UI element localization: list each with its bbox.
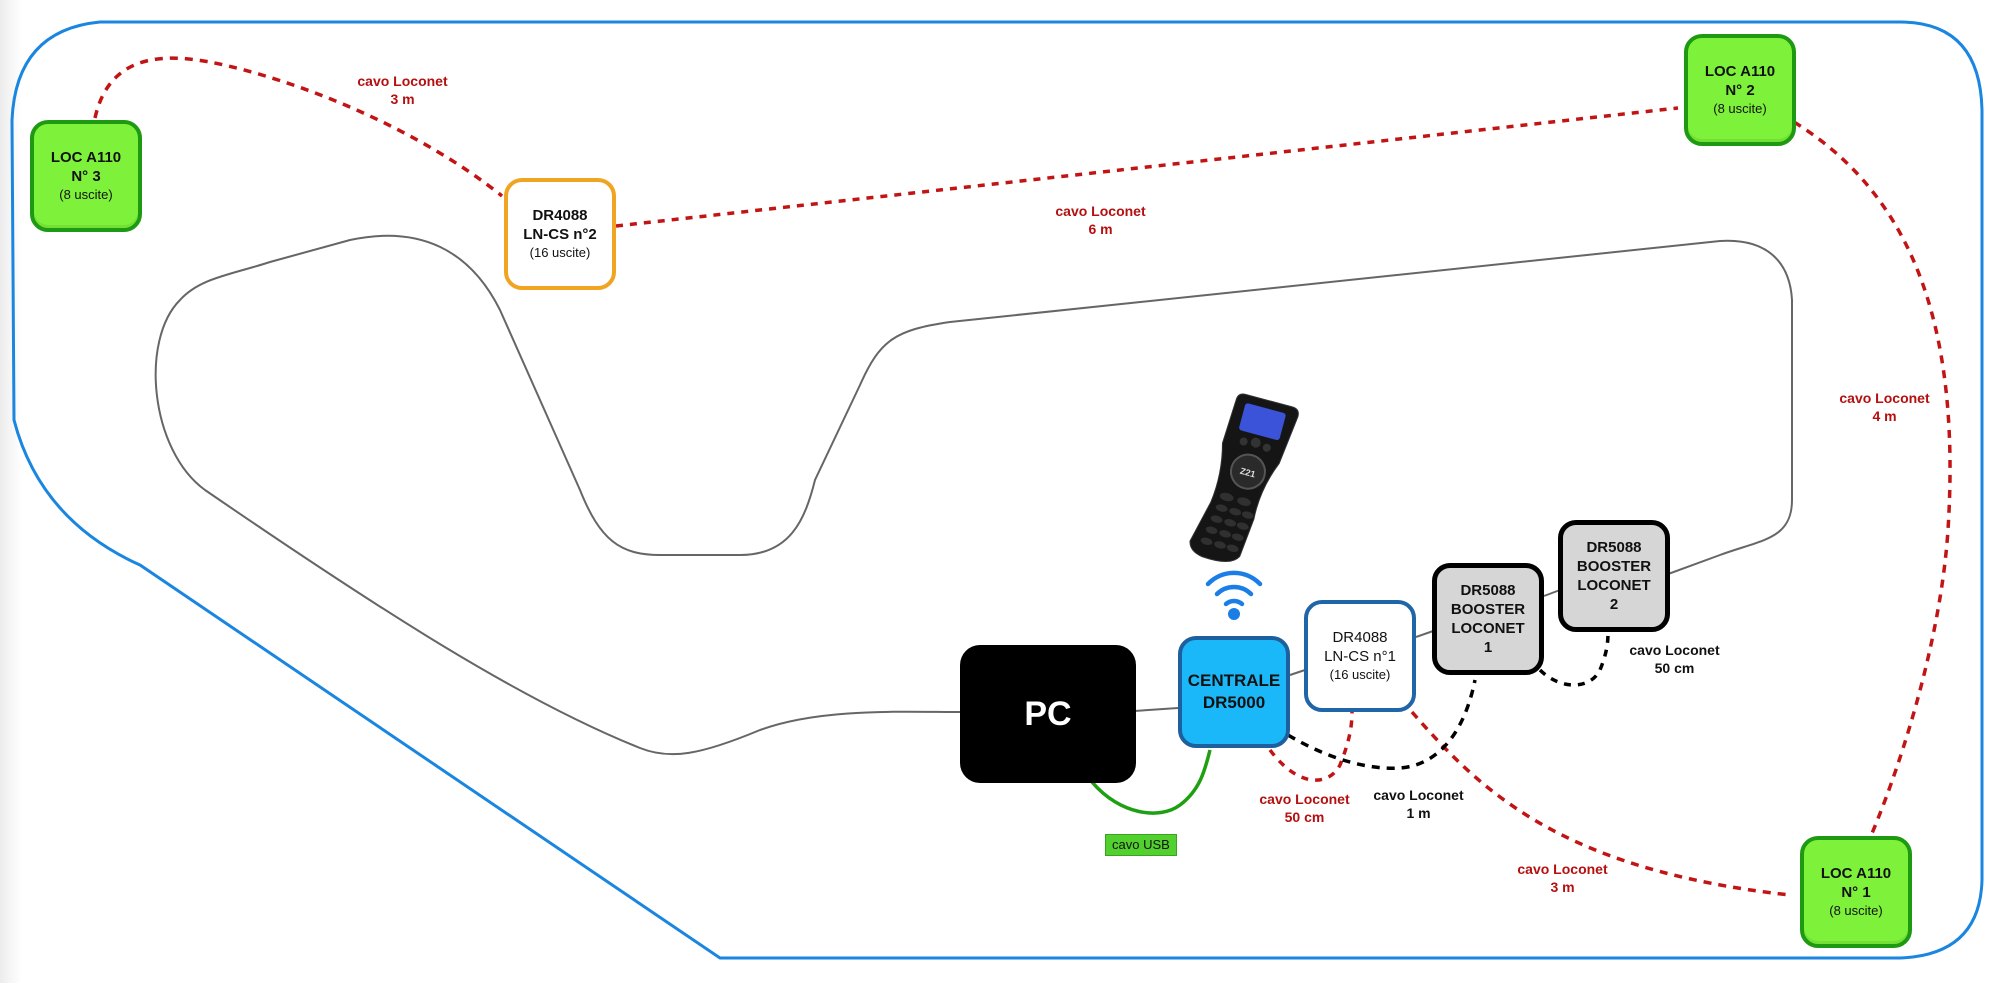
node-outputs: (8 uscite) bbox=[59, 187, 113, 202]
centrale-dr5000[interactable]: CENTRALE DR5000 bbox=[1178, 636, 1290, 748]
cable-type: cavo Loconet bbox=[1373, 787, 1464, 803]
dr5088-booster-2[interactable]: DR5088 BOOSTER LOCONET 2 bbox=[1558, 520, 1670, 632]
node-outputs: (8 uscite) bbox=[1713, 101, 1767, 116]
label-cable-lncs2-loc2: cavo Loconet 6 m bbox=[1038, 202, 1163, 238]
node-number: LN-CS n°2 bbox=[523, 226, 597, 243]
node-title: DR4088 bbox=[1332, 629, 1388, 646]
cable-booster1-booster2 bbox=[1538, 632, 1610, 687]
cable-type: cavo Loconet bbox=[1055, 203, 1146, 219]
handheld-knob bbox=[1229, 453, 1266, 490]
label-cable-loc2-loc1: cavo Loconet 4 m bbox=[1822, 389, 1947, 425]
loc-a110-1[interactable]: LOC A110 N° 1 (8 uscite) bbox=[1800, 836, 1912, 948]
node-title: DR5088 bbox=[1460, 582, 1516, 599]
cable-length: 3 m bbox=[1550, 879, 1575, 895]
node-number: 1 bbox=[1483, 639, 1493, 656]
cable-length: 3 m bbox=[390, 91, 415, 107]
node-title: DR5088 bbox=[1586, 539, 1642, 556]
track-segment-pc-centrale bbox=[1133, 707, 1179, 712]
track-loop bbox=[154, 234, 1793, 756]
node-title: PC bbox=[1024, 695, 1072, 733]
svg-text:Z21: Z21 bbox=[1239, 466, 1257, 480]
dr4088-lncs-2[interactable]: DR4088 LN-CS n°2 (16 uscite) bbox=[504, 178, 616, 290]
layout-boundary bbox=[10, 20, 1984, 960]
loc-a110-3[interactable]: LOC A110 N° 3 (8 uscite) bbox=[30, 120, 142, 232]
loc-a110-2[interactable]: LOC A110 N° 2 (8 uscite) bbox=[1684, 34, 1796, 146]
cable-length: 6 m bbox=[1088, 221, 1113, 237]
cable-usb bbox=[1090, 749, 1212, 815]
cable-type: cavo Loconet bbox=[1517, 861, 1608, 877]
cable-length: 1 m bbox=[1406, 805, 1431, 821]
node-title: DR4088 bbox=[532, 207, 588, 224]
cable-length: 4 m bbox=[1872, 408, 1897, 424]
node-title: LOC A110 bbox=[1704, 63, 1776, 80]
node-bus: LOCONET bbox=[1451, 620, 1525, 637]
node-title: LOC A110 bbox=[50, 149, 122, 166]
node-outputs: (16 uscite) bbox=[1329, 667, 1391, 682]
node-model: DR5000 bbox=[1202, 693, 1266, 712]
label-cable-centrale-lncs1: cavo Loconet 50 cm bbox=[1242, 790, 1367, 826]
label-cable-loc3-lncs2: cavo Loconet 3 m bbox=[340, 72, 465, 108]
cable-type: cavo Loconet bbox=[1629, 642, 1720, 658]
handheld-throttle[interactable]: Z21 bbox=[1187, 390, 1300, 571]
node-number: LN-CS n°1 bbox=[1324, 648, 1396, 665]
cable-type: cavo Loconet bbox=[357, 73, 448, 89]
node-outputs: (16 uscite) bbox=[529, 245, 591, 260]
node-number: 2 bbox=[1609, 596, 1619, 613]
track-segment-booster1-booster2 bbox=[1543, 589, 1561, 597]
cable-type: cavo Loconet bbox=[1259, 791, 1350, 807]
cable-loc2-loc1 bbox=[1793, 120, 1952, 839]
dr5088-booster-1[interactable]: DR5088 BOOSTER LOCONET 1 bbox=[1432, 563, 1544, 675]
node-number: N° 3 bbox=[71, 168, 101, 185]
node-number: N° 2 bbox=[1725, 82, 1755, 99]
left-edge-shadow bbox=[0, 0, 22, 983]
handheld-screen bbox=[1239, 403, 1286, 440]
node-bus: LOCONET bbox=[1577, 577, 1651, 594]
node-type: BOOSTER bbox=[1450, 601, 1526, 618]
wifi-icon bbox=[1205, 570, 1263, 620]
node-number: N° 1 bbox=[1841, 884, 1871, 901]
node-title: LOC A110 bbox=[1820, 865, 1892, 882]
label-cable-centrale-booster1: cavo Loconet 1 m bbox=[1356, 786, 1481, 822]
cable-centrale-booster1 bbox=[1287, 679, 1477, 770]
cable-type: cavo Loconet bbox=[1839, 390, 1930, 406]
label-cable-usb: cavo USB bbox=[1105, 834, 1177, 856]
label-cable-lncs1-loc1: cavo Loconet 3 m bbox=[1500, 860, 1625, 896]
cable-lncs2-loc2 bbox=[615, 106, 1679, 228]
pc[interactable]: PC bbox=[960, 645, 1136, 783]
cable-centrale-lncs1 bbox=[1268, 711, 1354, 782]
cable-lncs1-loc1 bbox=[1410, 710, 1791, 897]
label-cable-booster1-booster2: cavo Loconet 50 cm bbox=[1612, 641, 1737, 677]
node-type: BOOSTER bbox=[1576, 558, 1652, 575]
dr4088-lncs-1[interactable]: DR4088 LN-CS n°1 (16 uscite) bbox=[1304, 600, 1416, 712]
cable-length: 50 cm bbox=[1284, 809, 1325, 825]
cable-length: 50 cm bbox=[1654, 660, 1695, 676]
node-title: CENTRALE bbox=[1187, 671, 1281, 690]
cable-loc3-lncs2 bbox=[93, 56, 504, 198]
node-outputs: (8 uscite) bbox=[1829, 903, 1883, 918]
